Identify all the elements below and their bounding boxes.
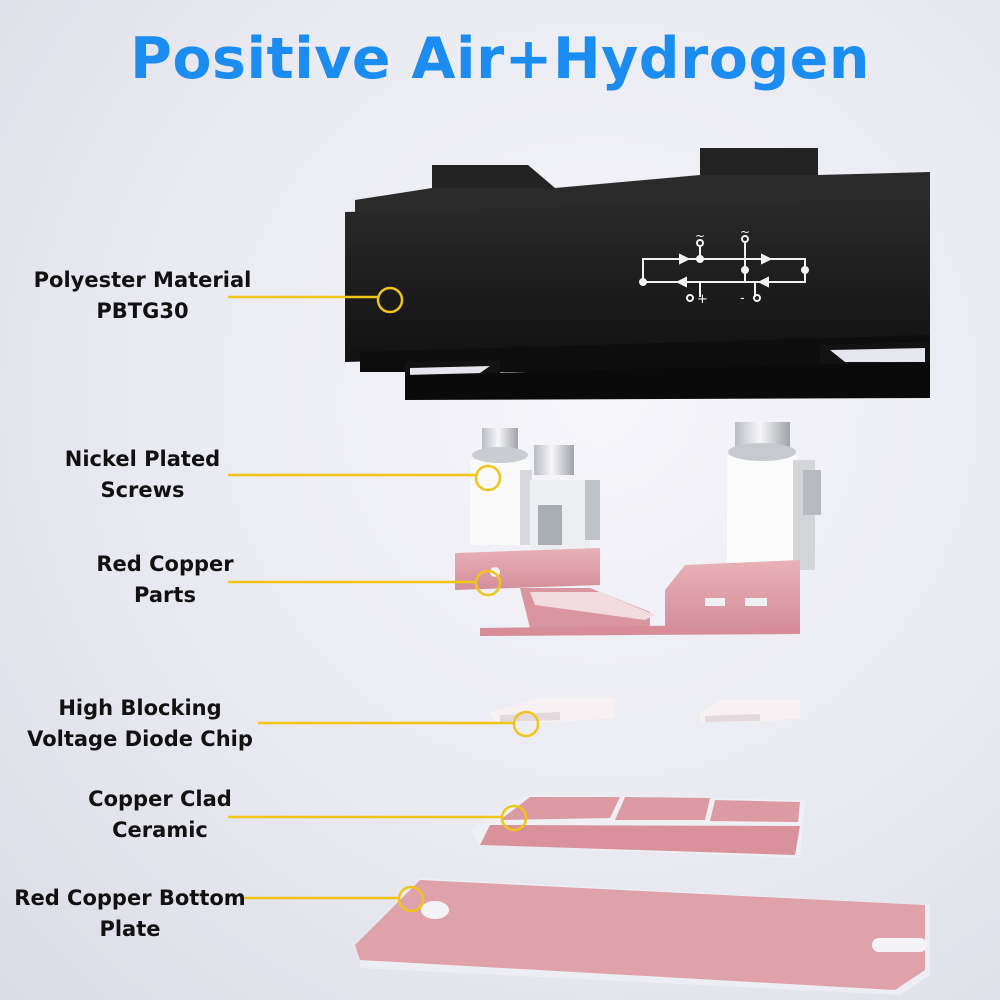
label-line: High Blocking: [58, 696, 222, 720]
nickel-plated-screws: [470, 422, 821, 570]
page-title: Positive Air+Hydrogen: [130, 26, 870, 92]
label-line: Red Copper: [96, 552, 234, 576]
plus-terminal-symbol: +: [697, 292, 708, 307]
label-line: Copper Clad: [88, 787, 232, 811]
label-line: PBTG30: [96, 299, 189, 323]
red-copper-parts: [455, 548, 800, 636]
label-line: Voltage Diode Chip: [27, 727, 253, 751]
label-line: Plate: [99, 917, 161, 941]
diode-chips: [490, 698, 800, 722]
red-copper-bottom-plate: [355, 878, 930, 995]
label-red-copper-parts: Red Copper Parts: [75, 549, 255, 611]
copper-clad-ceramic: [470, 795, 805, 858]
label-line: Polyester Material: [33, 268, 252, 292]
callout-circle-diode-chip: [512, 710, 540, 738]
callout-leaders: [228, 286, 540, 913]
bridge-rectifier-symbol: [639, 235, 809, 302]
label-line: Screws: [100, 478, 185, 502]
minus-terminal-symbol: -: [740, 291, 745, 306]
label-line: Parts: [134, 583, 196, 607]
ac-terminal-symbol-2: ~: [740, 225, 750, 239]
callout-circle-copper-parts: [474, 569, 502, 597]
polyester-housing: ~ ~ + -: [345, 148, 930, 400]
label-line: Red Copper Bottom: [14, 886, 246, 910]
label-nickel-plated-screws: Nickel Plated Screws: [50, 444, 235, 506]
label-red-copper-bottom-plate: Red Copper Bottom Plate: [5, 883, 255, 945]
label-line: Nickel Plated: [64, 447, 221, 471]
label-line: Ceramic: [112, 818, 208, 842]
callout-circle-ceramic: [500, 804, 528, 832]
label-polyester-material: Polyester Material PBTG30: [30, 265, 255, 327]
callout-circle-polyester: [376, 286, 404, 314]
label-copper-clad-ceramic: Copper Clad Ceramic: [65, 784, 255, 846]
ac-terminal-symbol-1: ~: [695, 229, 705, 243]
label-diode-chip: High Blocking Voltage Diode Chip: [20, 693, 260, 755]
callout-circle-screws: [474, 464, 502, 492]
callout-circle-bottom-plate: [397, 885, 425, 913]
